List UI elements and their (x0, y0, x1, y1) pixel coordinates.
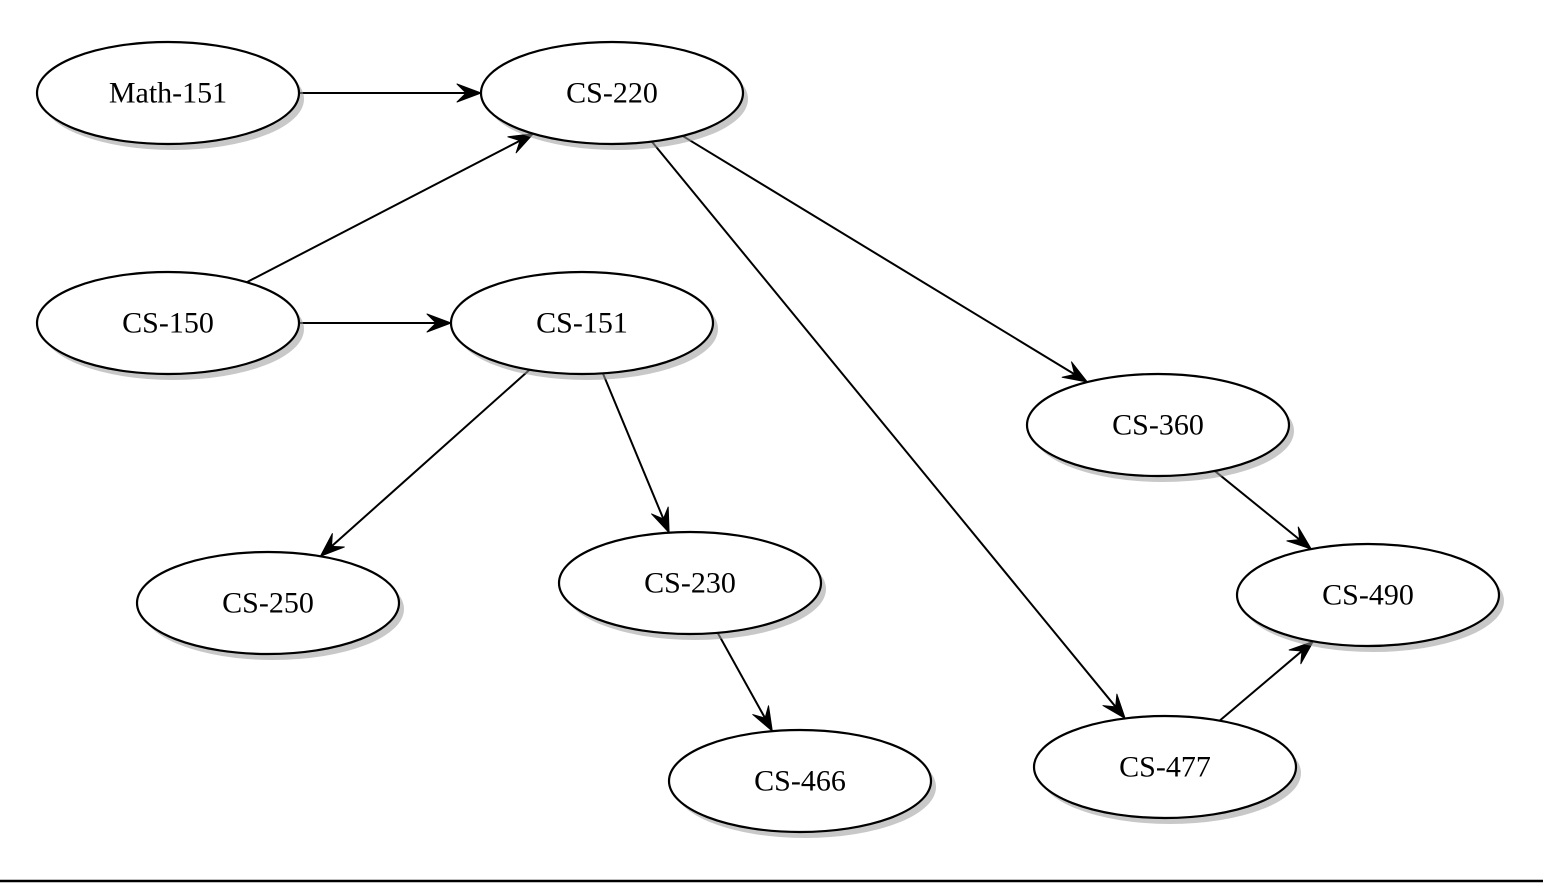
arrowhead (651, 506, 670, 534)
node-label: CS-490 (1322, 579, 1414, 612)
edge-math151-to-cs220 (299, 83, 482, 103)
edge-line (1214, 470, 1305, 544)
node-ellipse (135, 550, 401, 656)
edge-cs150-to-cs220 (246, 133, 534, 284)
node-label: CS-150 (122, 307, 214, 340)
edges-layer (246, 83, 1314, 732)
arrowhead (1102, 693, 1126, 719)
node-cs466: CS-466 (667, 728, 936, 838)
edge-cs220-to-cs360 (682, 135, 1088, 383)
node-label: CS-360 (1112, 409, 1204, 442)
edge-cs151-to-cs230 (601, 372, 670, 534)
node-cs477: CS-477 (1032, 714, 1301, 824)
arrowhead (426, 313, 452, 333)
node-cs150: CS-150 (35, 270, 304, 380)
arrowhead (507, 133, 534, 154)
edge-line (1219, 647, 1307, 722)
node-cs230: CS-230 (557, 530, 826, 640)
edge-cs230-to-cs466 (716, 632, 773, 732)
node-ellipse (35, 270, 301, 376)
edge-line (682, 135, 1080, 378)
node-cs360: CS-360 (1025, 372, 1294, 482)
node-ellipse (449, 270, 715, 376)
node-label: Math-151 (109, 77, 227, 110)
node-cs250: CS-250 (135, 550, 404, 660)
node-ellipse (479, 40, 745, 146)
arrowhead (1286, 526, 1312, 550)
arrowhead (1061, 361, 1088, 383)
node-ellipse (1032, 714, 1298, 820)
edge-cs150-to-cs151 (299, 313, 452, 333)
edge-line (327, 368, 531, 551)
node-ellipse (667, 728, 933, 834)
node-label: CS-220 (566, 77, 658, 110)
edge-cs151-to-cs250 (319, 368, 531, 557)
edge-line (601, 372, 667, 524)
node-ellipse (1025, 372, 1291, 478)
arrowhead (1288, 640, 1314, 665)
arrowhead (752, 705, 773, 732)
node-label: CS-466 (754, 765, 846, 798)
node-label: CS-477 (1119, 751, 1211, 784)
node-math151: Math-151 (35, 40, 304, 150)
arrowhead (319, 533, 345, 557)
edge-cs360-to-cs490 (1214, 470, 1312, 550)
edge-line (651, 140, 1120, 712)
node-label: CS-230 (644, 567, 736, 600)
edge-line (246, 137, 525, 284)
node-cs151: CS-151 (449, 270, 718, 380)
node-cs220: CS-220 (479, 40, 748, 150)
node-ellipse (1235, 542, 1501, 648)
edge-line (716, 632, 769, 723)
node-ellipse (35, 40, 301, 146)
node-ellipse (557, 530, 823, 636)
edge-cs220-to-cs477 (651, 140, 1126, 719)
node-label: CS-250 (222, 587, 314, 620)
edge-cs477-to-cs490 (1219, 640, 1314, 722)
arrowhead (456, 83, 482, 103)
node-label: CS-151 (536, 307, 628, 340)
node-cs490: CS-490 (1235, 542, 1504, 652)
